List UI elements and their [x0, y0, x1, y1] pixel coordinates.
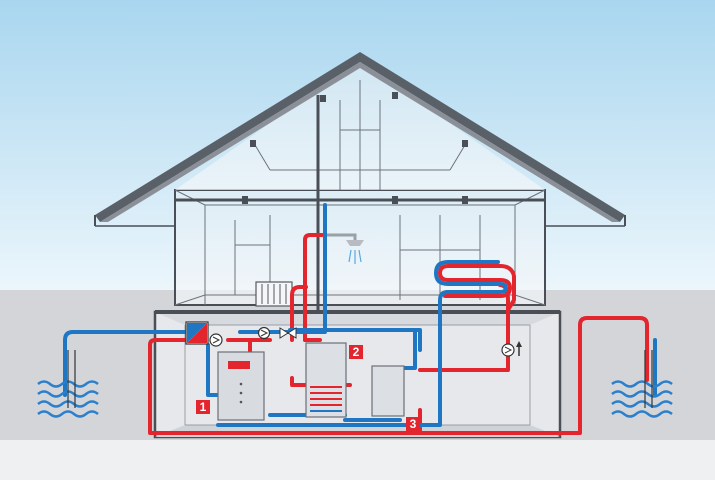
buffer-tank — [371, 365, 405, 417]
badge-heat-pump-label: 1 — [200, 400, 207, 414]
badge-hot-water-tank-label: 2 — [353, 345, 360, 359]
groundwater-right-waves — [611, 380, 673, 418]
valve-icon — [279, 327, 297, 339]
heat-exchanger-icon — [185, 321, 209, 345]
badge-buffer-tank: 3 — [406, 417, 420, 431]
badge-hot-water-tank: 2 — [349, 345, 363, 359]
pump-icon — [501, 343, 515, 357]
roof — [94, 52, 626, 227]
hot-water-tank — [305, 342, 347, 418]
shower-head-icon — [320, 233, 364, 264]
badge-heat-pump: 1 — [196, 400, 210, 414]
up-arrow-icon — [516, 341, 522, 356]
pump-icon — [257, 326, 271, 340]
house-upper-floor — [174, 60, 546, 310]
badge-buffer-tank-label: 3 — [410, 417, 417, 431]
well-pipe-left — [67, 350, 76, 408]
ground-base — [0, 440, 715, 480]
radiator-icon — [255, 281, 293, 307]
pump-icon — [209, 333, 223, 347]
heat-pump-unit — [217, 351, 265, 421]
piping — [63, 203, 657, 435]
well-pipe-right — [644, 350, 653, 408]
